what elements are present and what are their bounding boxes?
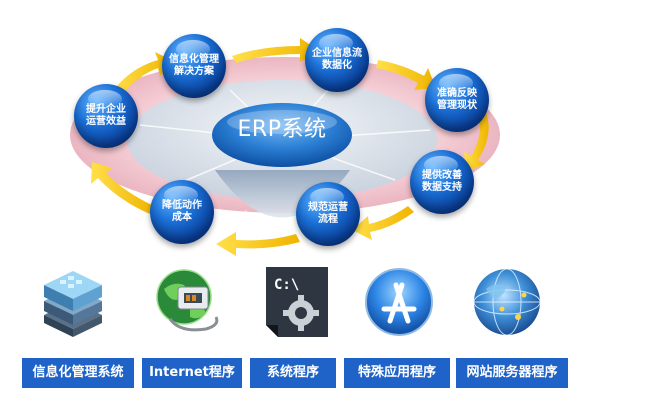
web-server-globe-icon <box>473 268 541 336</box>
node-info-mgmt-solution: 信息化管理 解决方案 <box>162 34 226 98</box>
node-reduce-cost: 降低动作 成本 <box>150 180 214 244</box>
node-info-flow-digitization: 企业信息流 数据化 <box>305 28 369 92</box>
node-standardize-process: 规范运营 流程 <box>296 182 360 246</box>
node-label: 降低动作 成本 <box>162 200 202 223</box>
node-label: 提供改善 数据支持 <box>422 170 462 193</box>
arrow-2 <box>232 38 318 63</box>
node-label: 准确反映 管理现状 <box>437 88 477 111</box>
node-label: 提升企业 运营效益 <box>86 104 126 127</box>
arrow-4 <box>464 112 489 172</box>
node-label: 企业信息流 数据化 <box>312 48 362 71</box>
arrow-1 <box>112 52 175 98</box>
svg-text:C:\: C:\ <box>274 277 299 293</box>
erp-system-label: ERP系统 <box>237 117 327 142</box>
node-accurate-reflection: 准确反映 管理现状 <box>425 68 489 132</box>
node-improvement-data: 提供改善 数据支持 <box>410 150 474 214</box>
category-label-info-mgmt: 信息化管理系统 <box>22 358 134 388</box>
command-prompt-gear-icon: C:\ <box>266 267 328 337</box>
cycle-arrows <box>91 38 489 256</box>
category-label-internet: Internet程序 <box>142 358 242 388</box>
arrow-7 <box>91 162 154 214</box>
central-blue-disc <box>212 103 352 167</box>
server-stack-icon <box>44 271 102 337</box>
app-store-icon <box>365 268 433 336</box>
arrow-6 <box>216 232 300 256</box>
node-label: 规范运营 流程 <box>308 202 348 225</box>
arrow-3 <box>376 60 436 90</box>
category-label-special-app: 特殊应用程序 <box>344 358 450 388</box>
category-label-web-server: 网站服务器程序 <box>456 358 568 388</box>
network-globe-icon <box>156 269 219 332</box>
category-label-system: 系统程序 <box>250 358 336 388</box>
node-improve-efficiency: 提升企业 运营效益 <box>74 84 138 148</box>
funnel-cone <box>215 170 350 218</box>
arrow-5 <box>352 206 414 240</box>
node-label: 信息化管理 解决方案 <box>169 54 219 77</box>
